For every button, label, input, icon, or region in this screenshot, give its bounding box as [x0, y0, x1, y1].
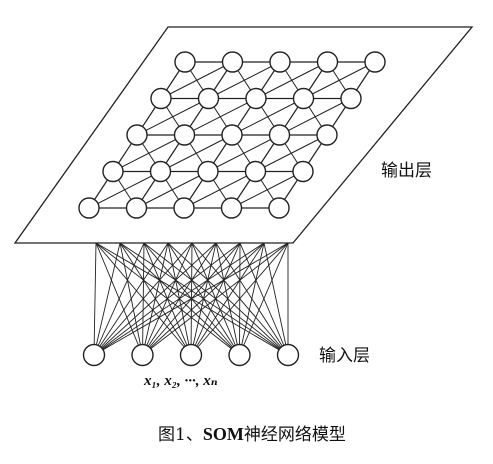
input-layer-label: 输入层 — [319, 346, 370, 366]
grid-link — [88, 171, 161, 209]
connection-line — [119, 242, 192, 356]
connection-line — [93, 242, 97, 356]
input-neuron — [131, 343, 154, 367]
grid-link — [207, 134, 280, 172]
output-neuron — [197, 160, 219, 183]
grid-link — [231, 171, 304, 209]
grid-link — [255, 61, 328, 99]
connection-line — [95, 242, 289, 356]
output-neuron — [174, 51, 196, 73]
grid-link — [160, 61, 233, 99]
connection-line — [119, 242, 143, 356]
output-neuron — [292, 160, 314, 183]
connection-line — [263, 242, 289, 356]
caption-suffix: 神经网络模型 — [244, 425, 346, 445]
output-neuron — [197, 87, 220, 110]
connection-line — [119, 242, 289, 356]
grid-link — [160, 134, 233, 172]
grid-link — [136, 98, 209, 136]
grid-link — [231, 98, 304, 136]
output-neuron — [173, 124, 196, 146]
output-neuron — [245, 87, 267, 110]
output-neuron — [125, 197, 148, 219]
connection-line — [95, 242, 143, 356]
connection-line — [95, 242, 240, 356]
grid-link — [136, 171, 209, 209]
output-neuron — [292, 87, 315, 110]
output-neuron — [102, 160, 124, 183]
caption-prefix: 图1、 — [158, 425, 203, 445]
grid-link — [183, 171, 256, 209]
grid-link — [255, 134, 328, 172]
output-grid-neurons — [78, 51, 386, 219]
output-neuron — [173, 197, 195, 219]
output-layer-label: 输出层 — [381, 161, 432, 181]
output-neuron — [221, 124, 243, 146]
figure-caption: 图1、SOM神经网络模型 — [158, 424, 346, 445]
grid-link — [184, 98, 257, 136]
output-neuron — [244, 160, 267, 183]
output-neuron — [364, 51, 386, 73]
output-neuron — [150, 87, 172, 110]
output-neuron — [316, 51, 339, 73]
connection-line — [93, 242, 121, 356]
input-output-connections — [93, 242, 289, 356]
input-neuron — [228, 343, 251, 367]
input-neuron — [179, 343, 203, 367]
input-layer-neurons — [82, 343, 300, 367]
output-neuron — [221, 51, 244, 73]
output-neuron — [316, 124, 338, 146]
grid-link — [303, 61, 376, 99]
connection-line — [239, 242, 289, 356]
caption-som: SOM — [203, 424, 244, 444]
output-neuron — [340, 87, 362, 110]
grid-link — [112, 134, 185, 172]
connection-line — [215, 242, 289, 356]
output-neuron — [268, 197, 290, 219]
connection-line — [95, 242, 192, 356]
grid-link — [208, 61, 281, 99]
output-neuron — [220, 197, 243, 219]
connection-line — [119, 242, 240, 356]
output-neuron — [78, 197, 100, 219]
input-neuron — [82, 343, 106, 367]
output-neuron — [126, 124, 148, 146]
connection-line — [191, 242, 289, 356]
output-neuron — [268, 124, 291, 146]
output-neuron — [149, 160, 172, 183]
grid-link — [279, 98, 352, 136]
input-neuron — [276, 343, 300, 367]
output-neuron — [269, 51, 291, 73]
connection-line — [143, 242, 289, 356]
connection-line — [167, 242, 289, 356]
input-variables-label: x₁, x₂, ···, xₙ — [143, 373, 218, 389]
